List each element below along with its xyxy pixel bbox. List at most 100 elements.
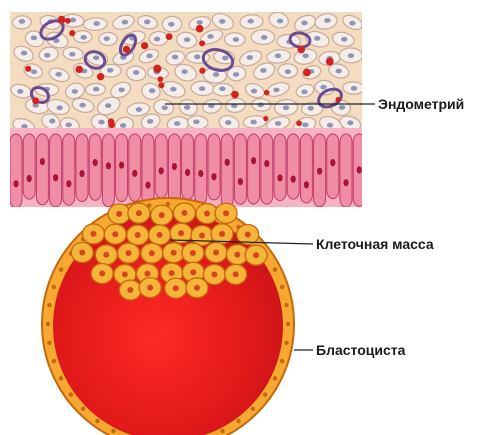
inner-cell-nucleus bbox=[171, 250, 177, 256]
epithelial-nucleus bbox=[225, 159, 230, 166]
trophoblast-nucleus bbox=[220, 429, 224, 433]
inner-cell-nucleus bbox=[127, 287, 133, 293]
stroma-nucleus bbox=[283, 105, 289, 110]
blood-cell bbox=[65, 18, 71, 24]
stroma-nucleus bbox=[335, 69, 341, 74]
epithelial-nucleus bbox=[79, 170, 84, 177]
blood-cell bbox=[69, 30, 75, 36]
epithelial-cell bbox=[221, 134, 233, 207]
stroma-nucleus bbox=[207, 34, 213, 39]
stroma-nucleus bbox=[174, 121, 180, 126]
stroma-nucleus bbox=[105, 103, 111, 108]
stroma-nucleus bbox=[104, 36, 110, 41]
epithelial-cell bbox=[274, 134, 286, 201]
trophoblast-nucleus bbox=[69, 392, 73, 396]
inner-cell-nucleus bbox=[79, 250, 85, 256]
epithelial-cell bbox=[63, 134, 75, 205]
blood-cell bbox=[199, 40, 205, 46]
blood-cell bbox=[32, 97, 39, 104]
blood-cell bbox=[123, 46, 130, 53]
inner-cell-nucleus bbox=[213, 250, 219, 256]
stroma-nucleus bbox=[199, 86, 205, 91]
epithelial-nucleus bbox=[172, 163, 177, 170]
stroma-nucleus bbox=[172, 55, 178, 60]
inner-cell-nucleus bbox=[190, 250, 196, 256]
inner-cell-nucleus bbox=[90, 231, 96, 237]
blood-cell bbox=[298, 46, 305, 53]
stroma-nucleus bbox=[70, 18, 76, 23]
inner-cell-nucleus bbox=[178, 230, 184, 236]
trophoblast-nucleus bbox=[280, 285, 284, 289]
epithelial-nucleus bbox=[304, 181, 309, 188]
stroma-nucleus bbox=[72, 89, 78, 94]
stroma-nucleus bbox=[31, 35, 37, 40]
stroma-nucleus bbox=[301, 21, 307, 26]
stroma-nucleus bbox=[351, 86, 357, 91]
blood-cell bbox=[296, 120, 302, 126]
stroma-nucleus bbox=[247, 55, 253, 60]
stroma-nucleus bbox=[55, 72, 61, 77]
inner-cell-nucleus bbox=[199, 232, 205, 238]
blood-cell bbox=[303, 69, 311, 77]
trophoblast-nucleus bbox=[47, 303, 51, 307]
blastocyst-label: Бластоциста bbox=[316, 342, 406, 358]
inner-cell-nucleus bbox=[144, 271, 150, 277]
inner-cell-nucleus bbox=[159, 212, 165, 218]
epithelial-cell bbox=[10, 134, 22, 208]
epithelial-cell bbox=[36, 134, 48, 205]
epithelial-nucleus bbox=[93, 159, 98, 166]
stroma-nucleus bbox=[193, 119, 199, 124]
blood-cell bbox=[336, 97, 342, 103]
stroma-nucleus bbox=[184, 37, 190, 42]
stroma-nucleus bbox=[301, 89, 307, 94]
stroma-nucleus bbox=[285, 69, 291, 74]
stroma-nucleus bbox=[162, 105, 168, 110]
stroma-nucleus bbox=[93, 87, 99, 92]
inner-cell-nucleus bbox=[234, 252, 240, 258]
epithelial-nucleus bbox=[343, 179, 348, 186]
blood-cell bbox=[158, 82, 164, 88]
epithelial-nucleus bbox=[211, 173, 216, 180]
trophoblast-nucleus bbox=[52, 285, 56, 289]
stroma-nucleus bbox=[233, 72, 239, 77]
blood-cell bbox=[25, 66, 31, 72]
inner-cell-nucleus bbox=[157, 232, 163, 238]
trophoblast-nucleus bbox=[273, 376, 277, 380]
epithelial-cell bbox=[182, 134, 194, 199]
trophoblast-nucleus bbox=[59, 267, 63, 271]
inner-cell-nucleus bbox=[253, 252, 259, 258]
stroma-nucleus bbox=[348, 53, 354, 58]
stroma-nucleus bbox=[122, 20, 128, 25]
epithelial-cell bbox=[287, 134, 299, 199]
stroma-nucleus bbox=[49, 119, 55, 124]
stroma-nucleus bbox=[118, 87, 124, 92]
blood-cell bbox=[141, 42, 148, 49]
epithelial-nucleus bbox=[40, 158, 45, 165]
epithelial-nucleus bbox=[13, 180, 18, 187]
stroma-nucleus bbox=[184, 105, 190, 110]
endometrium-label: Эндометрий bbox=[378, 96, 464, 112]
stroma-nucleus bbox=[314, 36, 320, 41]
epithelial-nucleus bbox=[277, 174, 282, 181]
inner-cell-nucleus bbox=[245, 231, 251, 237]
epithelial-nucleus bbox=[27, 175, 32, 182]
stroma-nucleus bbox=[94, 21, 100, 26]
epithelial-nucleus bbox=[330, 159, 335, 166]
stroma-nucleus bbox=[320, 85, 326, 90]
endometrium-tissue bbox=[9, 10, 365, 208]
epithelial-cell bbox=[89, 134, 101, 200]
epithelial-cell bbox=[327, 134, 339, 199]
stroma-nucleus bbox=[147, 119, 153, 124]
trophoblast-nucleus bbox=[263, 392, 267, 396]
inner-cell-nucleus bbox=[169, 270, 175, 276]
trophoblast-nucleus bbox=[280, 359, 284, 363]
epithelial-nucleus bbox=[198, 170, 203, 177]
inner-cell-nucleus bbox=[204, 211, 210, 217]
trophoblast-nucleus bbox=[236, 419, 240, 423]
stroma-nucleus bbox=[136, 107, 142, 112]
stroma-nucleus bbox=[133, 70, 139, 75]
inner-cell-nucleus bbox=[103, 252, 109, 258]
stroma-nucleus bbox=[44, 53, 50, 58]
epithelial-cell bbox=[195, 134, 207, 205]
